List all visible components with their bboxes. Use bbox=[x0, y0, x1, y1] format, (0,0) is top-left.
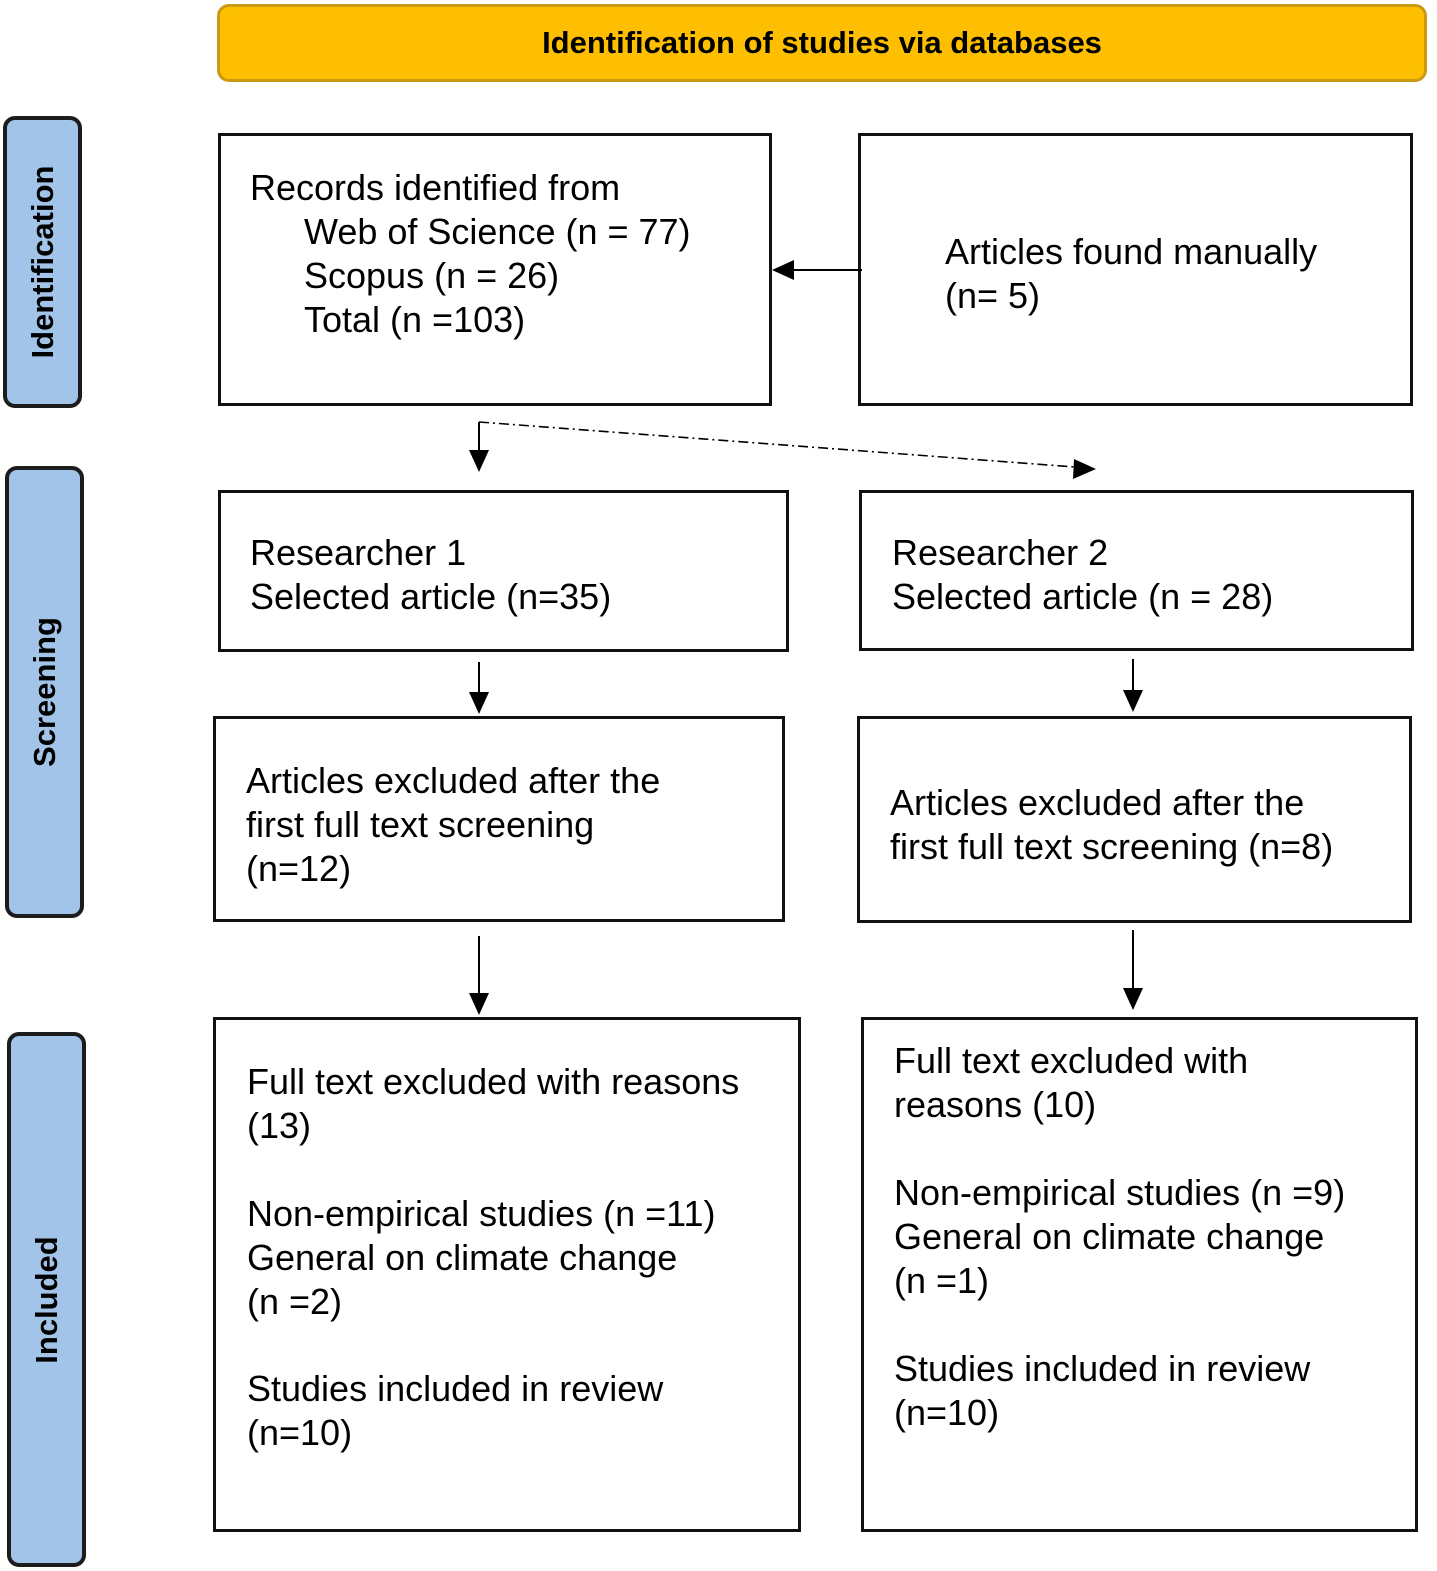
arrow-records-to-researcher-1 bbox=[469, 422, 489, 472]
records-line-2: Web of Science (n = 77) bbox=[304, 211, 691, 252]
included-2-line-6: Studies included in review bbox=[894, 1348, 1311, 1389]
excluded-1-line-3: (n=12) bbox=[246, 848, 352, 889]
included-1-line-1: Full text excluded with reasons bbox=[247, 1061, 740, 1102]
included-2-line-4: General on climate change bbox=[894, 1216, 1325, 1257]
included-1-line-6: Studies included in review bbox=[247, 1368, 664, 1409]
phase-identification: Identification bbox=[3, 116, 82, 408]
header-banner: Identification of studies via databases bbox=[217, 4, 1427, 82]
manual-articles-box: Articles found manually (n= 5) bbox=[858, 133, 1413, 406]
included-2-line-1: Full text excluded with bbox=[894, 1040, 1249, 1081]
arrow-researcher-1-to-excluded-1 bbox=[469, 662, 489, 714]
arrow-excluded-1-to-included-1 bbox=[469, 936, 489, 1015]
included-1-box: Full text excluded with reasons (13) Non… bbox=[213, 1017, 801, 1532]
included-1-line-4: General on climate change bbox=[247, 1237, 678, 1278]
researcher-2-line-2: Selected article (n = 28) bbox=[892, 576, 1274, 617]
researcher-1-box: Researcher 1 Selected article (n=35) bbox=[218, 490, 789, 652]
included-1-line-2: (13) bbox=[247, 1105, 312, 1146]
records-line-4: Total (n =103) bbox=[304, 299, 526, 340]
excluded-1-line-2: first full text screening bbox=[246, 804, 595, 845]
excluded-1-box: Articles excluded after the first full t… bbox=[213, 716, 785, 922]
records-line-3: Scopus (n = 26) bbox=[304, 255, 560, 296]
included-1-line-5: (n =2) bbox=[247, 1281, 343, 1322]
arrow-researcher-2-to-excluded-2 bbox=[1123, 659, 1143, 712]
excluded-1-line-1: Articles excluded after the bbox=[246, 760, 661, 801]
header-title: Identification of studies via databases bbox=[542, 25, 1102, 60]
included-2-line-2: reasons (10) bbox=[894, 1084, 1097, 1125]
researcher-1-line-2: Selected article (n=35) bbox=[250, 576, 612, 617]
phase-included: Included bbox=[7, 1032, 86, 1567]
included-1-line-7: (n=10) bbox=[247, 1412, 353, 1453]
records-identified-box: Records identified from Web of Science (… bbox=[218, 133, 772, 406]
excluded-2-line-1: Articles excluded after the bbox=[890, 782, 1305, 823]
records-line-1: Records identified from bbox=[250, 167, 621, 208]
phase-screening: Screening bbox=[5, 466, 84, 918]
arrow-excluded-2-to-included-2 bbox=[1123, 930, 1143, 1010]
arrow-manual-to-records bbox=[772, 260, 862, 280]
included-2-line-3: Non-empirical studies (n =9) bbox=[894, 1172, 1346, 1213]
manual-line-1: Articles found manually bbox=[945, 231, 1318, 272]
included-2-line-7: (n=10) bbox=[894, 1392, 1000, 1433]
included-2-line-5: (n =1) bbox=[894, 1260, 990, 1301]
included-1-line-3: Non-empirical studies (n =11) bbox=[247, 1193, 716, 1234]
researcher-2-box: Researcher 2 Selected article (n = 28) bbox=[859, 490, 1414, 651]
excluded-2-line-2: first full text screening (n=8) bbox=[890, 826, 1334, 867]
researcher-1-line-1: Researcher 1 bbox=[250, 532, 467, 573]
researcher-2-line-1: Researcher 2 bbox=[892, 532, 1109, 573]
dashed-arrow-records-to-researcher-2 bbox=[478, 421, 1096, 479]
manual-line-2: (n= 5) bbox=[945, 275, 1041, 316]
excluded-2-box: Articles excluded after the first full t… bbox=[857, 716, 1412, 923]
included-2-box: Full text excluded with reasons (10) Non… bbox=[861, 1017, 1418, 1532]
